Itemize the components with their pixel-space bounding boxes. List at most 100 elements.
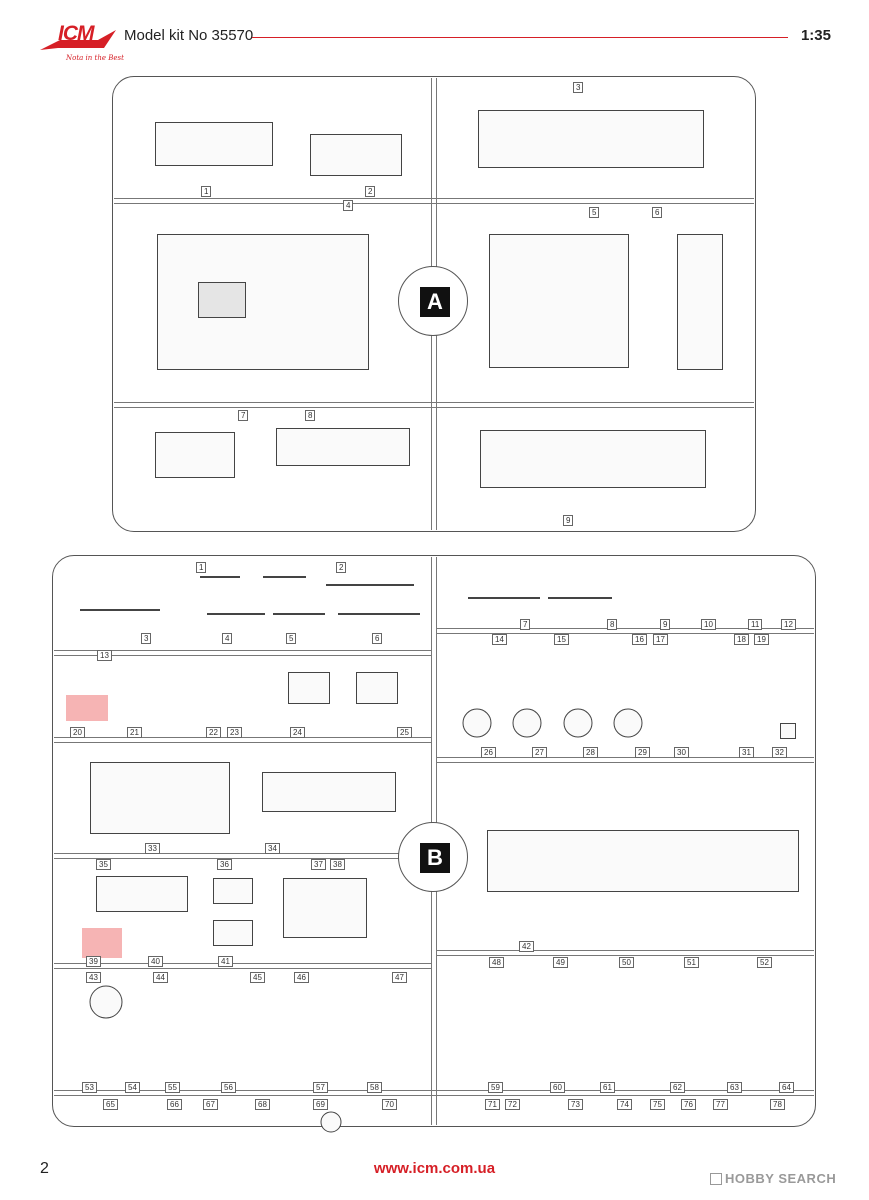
part-b41-plate bbox=[213, 920, 253, 946]
part-label-b55: 55 bbox=[165, 1082, 180, 1093]
part-label-b17: 17 bbox=[653, 634, 668, 645]
sprue-b-runner-2 bbox=[54, 737, 431, 743]
part-label-a4: 4 bbox=[343, 200, 354, 211]
part-label-b71: 71 bbox=[485, 1099, 500, 1110]
part-label-b43: 43 bbox=[86, 972, 101, 983]
part-a7-fender bbox=[155, 432, 235, 478]
part-label-b3: 3 bbox=[141, 633, 152, 644]
sprue-b-runner-r3 bbox=[437, 950, 814, 956]
part-label-a2: 2 bbox=[365, 186, 376, 197]
icm-logo bbox=[38, 20, 118, 68]
part-label-a3: 3 bbox=[573, 82, 584, 93]
part-a4-floor bbox=[157, 234, 369, 370]
part-label-b49: 49 bbox=[553, 957, 568, 968]
part-label-b24: 24 bbox=[290, 727, 305, 738]
part-label-b70: 70 bbox=[382, 1099, 397, 1110]
highlight-part-b39 bbox=[82, 928, 122, 958]
watermark-text: HOBBY SEARCH bbox=[725, 1171, 837, 1186]
sprue-b-runner-3 bbox=[54, 853, 431, 859]
part-label-b68: 68 bbox=[255, 1099, 270, 1110]
part-label-b74: 74 bbox=[617, 1099, 632, 1110]
part-b34-panel bbox=[262, 772, 396, 812]
part-label-b57: 57 bbox=[313, 1082, 328, 1093]
part-label-b47: 47 bbox=[392, 972, 407, 983]
part-label-b48: 48 bbox=[489, 957, 504, 968]
part-a5-rear-body bbox=[489, 234, 629, 368]
sprue-a-letter: A bbox=[420, 287, 450, 317]
sprue-b-runner-bottom bbox=[54, 1090, 814, 1096]
sprue-b-badge: B bbox=[398, 822, 468, 892]
part-a3-side-panel bbox=[478, 110, 704, 168]
part-b25-part bbox=[356, 672, 398, 704]
part-label-b20: 20 bbox=[70, 727, 85, 738]
part-label-b67: 67 bbox=[203, 1099, 218, 1110]
part-label-b31: 31 bbox=[739, 747, 754, 758]
logo-wings-icon bbox=[40, 30, 116, 50]
part-label-b75: 75 bbox=[650, 1099, 665, 1110]
sprue-b-runner-4 bbox=[54, 963, 431, 969]
part-label-b19: 19 bbox=[754, 634, 769, 645]
part-label-b62: 62 bbox=[670, 1082, 685, 1093]
part-label-b65: 65 bbox=[103, 1099, 118, 1110]
part-label-b54: 54 bbox=[125, 1082, 140, 1093]
sprue-b-runner-r1 bbox=[437, 628, 814, 634]
sprue-a-badge: A bbox=[398, 266, 468, 336]
part-b24-part bbox=[288, 672, 330, 704]
part-b36-plate bbox=[213, 878, 253, 904]
part-label-b16: 16 bbox=[632, 634, 647, 645]
part-label-b46: 46 bbox=[294, 972, 309, 983]
website-link[interactable]: www.icm.com.ua bbox=[373, 1160, 496, 1177]
part-label-b58: 58 bbox=[367, 1082, 382, 1093]
part-label-b6: 6 bbox=[372, 633, 383, 644]
sprue-a-frame bbox=[112, 76, 756, 532]
part-label-b33: 33 bbox=[145, 843, 160, 854]
part-label-b29: 29 bbox=[635, 747, 650, 758]
part-b37-38-panels bbox=[283, 878, 367, 938]
page-header: ICM Nota in the Best Model kit No 35570 … bbox=[0, 0, 869, 80]
part-label-b64: 64 bbox=[779, 1082, 794, 1093]
part-label-b10: 10 bbox=[701, 619, 716, 630]
sprue-a-runner-lower bbox=[114, 402, 754, 408]
part-label-b9: 9 bbox=[660, 619, 671, 630]
part-label-b18: 18 bbox=[734, 634, 749, 645]
part-label-b28: 28 bbox=[583, 747, 598, 758]
part-label-b2: 2 bbox=[336, 562, 347, 573]
part-label-b15: 15 bbox=[554, 634, 569, 645]
sprue-b-frame bbox=[52, 555, 816, 1127]
logo-tagline: Nota in the Best bbox=[66, 54, 124, 62]
part-label-b51: 51 bbox=[684, 957, 699, 968]
part-label-b27: 27 bbox=[532, 747, 547, 758]
header-divider bbox=[252, 37, 788, 38]
part-a1-windshield bbox=[155, 122, 273, 166]
hobby-search-watermark: HOBBY SEARCH bbox=[710, 1171, 836, 1186]
part-label-b66: 66 bbox=[167, 1099, 182, 1110]
part-label-a9: 9 bbox=[563, 515, 574, 526]
sprue-b-runner-1 bbox=[54, 650, 431, 656]
part-label-a6: 6 bbox=[652, 207, 663, 218]
part-b32-square bbox=[780, 723, 796, 739]
part-label-b22: 22 bbox=[206, 727, 221, 738]
part-label-b41: 41 bbox=[218, 956, 233, 967]
part-b42-chassis bbox=[487, 830, 799, 892]
part-label-b50: 50 bbox=[619, 957, 634, 968]
part-label-b78: 78 bbox=[770, 1099, 785, 1110]
part-label-b72: 72 bbox=[505, 1099, 520, 1110]
part-a9-side-panel bbox=[480, 430, 706, 488]
highlight-part-b20 bbox=[66, 695, 108, 721]
part-label-b76: 76 bbox=[681, 1099, 696, 1110]
part-label-b77: 77 bbox=[713, 1099, 728, 1110]
part-label-a8: 8 bbox=[305, 410, 316, 421]
part-label-b40: 40 bbox=[148, 956, 163, 967]
part-label-b35: 35 bbox=[96, 859, 111, 870]
part-label-b63: 63 bbox=[727, 1082, 742, 1093]
part-label-b21: 21 bbox=[127, 727, 142, 738]
part-b33-frame bbox=[90, 762, 230, 834]
part-label-b53: 53 bbox=[82, 1082, 97, 1093]
part-label-a1: 1 bbox=[201, 186, 212, 197]
part-label-b5: 5 bbox=[286, 633, 297, 644]
part-label-b25: 25 bbox=[397, 727, 412, 738]
part-label-b69: 69 bbox=[313, 1099, 328, 1110]
part-label-b44: 44 bbox=[153, 972, 168, 983]
part-label-b32: 32 bbox=[772, 747, 787, 758]
